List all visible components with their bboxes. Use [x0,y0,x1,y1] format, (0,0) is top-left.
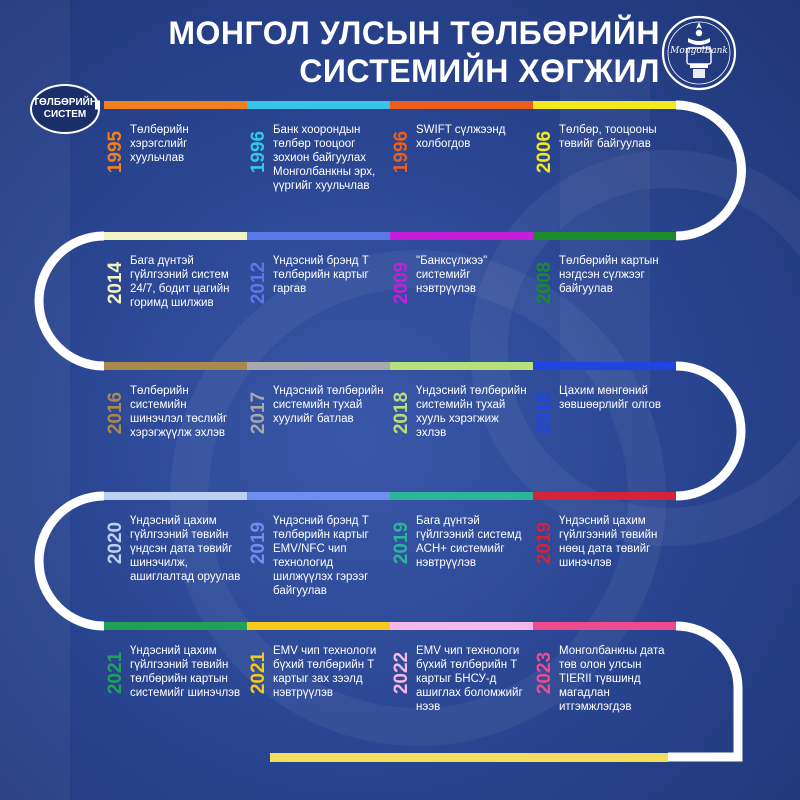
mongolbank-emblem-icon [661,15,737,91]
milestone-year: 2006 [534,117,556,187]
milestone-year: 2019 [391,508,413,578]
milestone-year-label: 2006 [534,130,555,174]
milestone-description: Төлбөрийн картын нэгдсэн сүлжээг байгуул… [559,255,659,295]
timeline-segment [104,232,247,240]
milestone-year-label: 2014 [105,261,126,305]
milestone-description: Монголбанкны дата төв олон улсын TIERII … [559,645,665,713]
milestone-year: 2019 [248,508,270,578]
timeline-curve-right-2 [675,361,746,501]
milestone-description: Банк хоорондын төлбөр тооцоог зохион бай… [273,124,376,192]
milestone-year: 2019 [534,508,556,578]
milestone-description: Төлбөрийн хэрэгслийг хуульчлав [130,124,189,164]
milestone-year-label: 2017 [248,391,269,435]
milestone-description: EMV чип технологи бүхий төлбөрийн Т карт… [416,645,523,713]
timeline-segment [247,232,390,240]
milestone-year-label: 2023 [534,651,555,695]
timeline-curve-left-2 [34,491,105,631]
timeline-segment [390,362,533,370]
page-title-line-2: СИСТЕМИЙН ХӨГЖИЛ [299,53,660,89]
timeline-curve-end [668,621,743,762]
milestone-description: Төлбөр, тооцооны төвийг байгуулав [559,124,657,150]
milestone-description: Бага дүнтэй гүйлгээний систем 24/7, боди… [130,255,230,309]
milestone-year: 2016 [105,378,127,448]
start-badge-line-2: СИСТЕМ [43,109,87,120]
milestone-description: Үндэсний брэнд Т төлбөрийн картыг EMV/NF… [273,515,369,597]
milestone-year: 2021 [248,638,270,708]
milestone-year: 2022 [391,638,413,708]
timeline-segment [533,232,676,240]
milestone-year-label: 1996 [391,130,412,174]
start-badge-line-1: ТӨЛБӨРИЙН [32,97,98,108]
timeline-segment [390,232,533,240]
milestone-year: 2021 [105,638,127,708]
milestone-year-label: 2019 [248,521,269,565]
timeline-curve-right-1 [675,100,746,241]
milestone-year: 2008 [534,248,556,318]
timeline-segment [533,101,676,109]
milestone-year-label: 2019 [534,521,555,565]
start-badge: ТӨЛБӨРИЙН СИСТЕМ [30,84,100,134]
timeline-segment [247,492,390,500]
milestone-year: 2020 [105,508,127,578]
milestone-year: 2017 [248,378,270,448]
timeline-segment [104,362,247,370]
timeline-segment [390,492,533,500]
milestone-description: Бага дүнтэй гүйлгээний системд ACH+ сист… [416,515,522,569]
timeline-segment [104,622,247,630]
milestone-year-label: 1996 [248,130,269,174]
logo-text: MongolBank [670,46,728,56]
milestone-year-label: 2019 [391,521,412,565]
milestone-year: 2014 [105,248,127,318]
milestone-year-label: 2008 [534,261,555,305]
milestone-year: 1995 [105,117,127,187]
milestone-year: 1996 [248,117,270,187]
milestone-year-label: 2021 [248,651,269,695]
milestone-year-label: 2009 [391,261,412,305]
timeline-segment [247,362,390,370]
milestone-year-label: 2018 [534,391,555,435]
milestone-year: 2009 [391,248,413,318]
background-column [560,60,650,390]
milestone-year-label: 2020 [105,521,126,565]
milestone-description: Үндэсний төлбөрийн системийн тухай хууль… [416,385,527,439]
milestone-year: 2012 [248,248,270,318]
timeline-segment [533,362,676,370]
timeline-segment [390,101,533,109]
milestone-year-label: 2021 [105,651,126,695]
timeline-segment [104,101,247,109]
milestone-description: Үндэсний цахим гүйлгээний төвийн нөөц да… [559,515,658,569]
milestone-description: Үндэсний цахим гүйлгээний төвийн үндсэн … [130,515,241,583]
timeline-segment [390,622,533,630]
milestone-description: SWIFT сүлжээнд холбогдов [416,124,506,150]
timeline-segment [247,622,390,630]
milestone-year: 1996 [391,117,413,187]
milestone-description: Үндэсний төлбөрийн системийн тухай хуули… [273,385,384,425]
timeline-end-bar [270,753,668,762]
milestone-description: EMV чип технологи бүхий төлбөрийн Т карт… [273,645,377,699]
timeline-segment [533,622,676,630]
page-title-line-1: МОНГОЛ УЛСЫН ТӨЛБӨРИЙН [168,15,660,51]
milestone-description: Үндэсний брэнд Т төлбөрийн картыг гаргав [273,255,369,295]
milestone-description: Төлбөрийн системийн шинэчлэл төслийг хэр… [130,385,228,439]
milestone-year: 2018 [534,378,556,448]
timeline-curve-left-1 [34,231,105,371]
milestone-year-label: 1995 [105,130,126,174]
milestone-year-label: 2022 [391,651,412,695]
timeline-segment [104,492,247,500]
milestone-description: "Банксүлжээ" системийг нэвтрүүлэв [416,255,488,295]
milestone-description: Үндэсний цахим гүйлгээний төвийн төлбөри… [130,645,241,699]
timeline-segment [247,101,390,109]
milestone-year: 2023 [534,638,556,708]
milestone-year-label: 2018 [391,391,412,435]
milestone-year: 2018 [391,378,413,448]
timeline-segment [533,492,676,500]
milestone-description: Цахим мөнгөний зөвшөөрлийг олгов [559,385,662,411]
milestone-year-label: 2012 [248,261,269,305]
milestone-year-label: 2016 [105,391,126,435]
